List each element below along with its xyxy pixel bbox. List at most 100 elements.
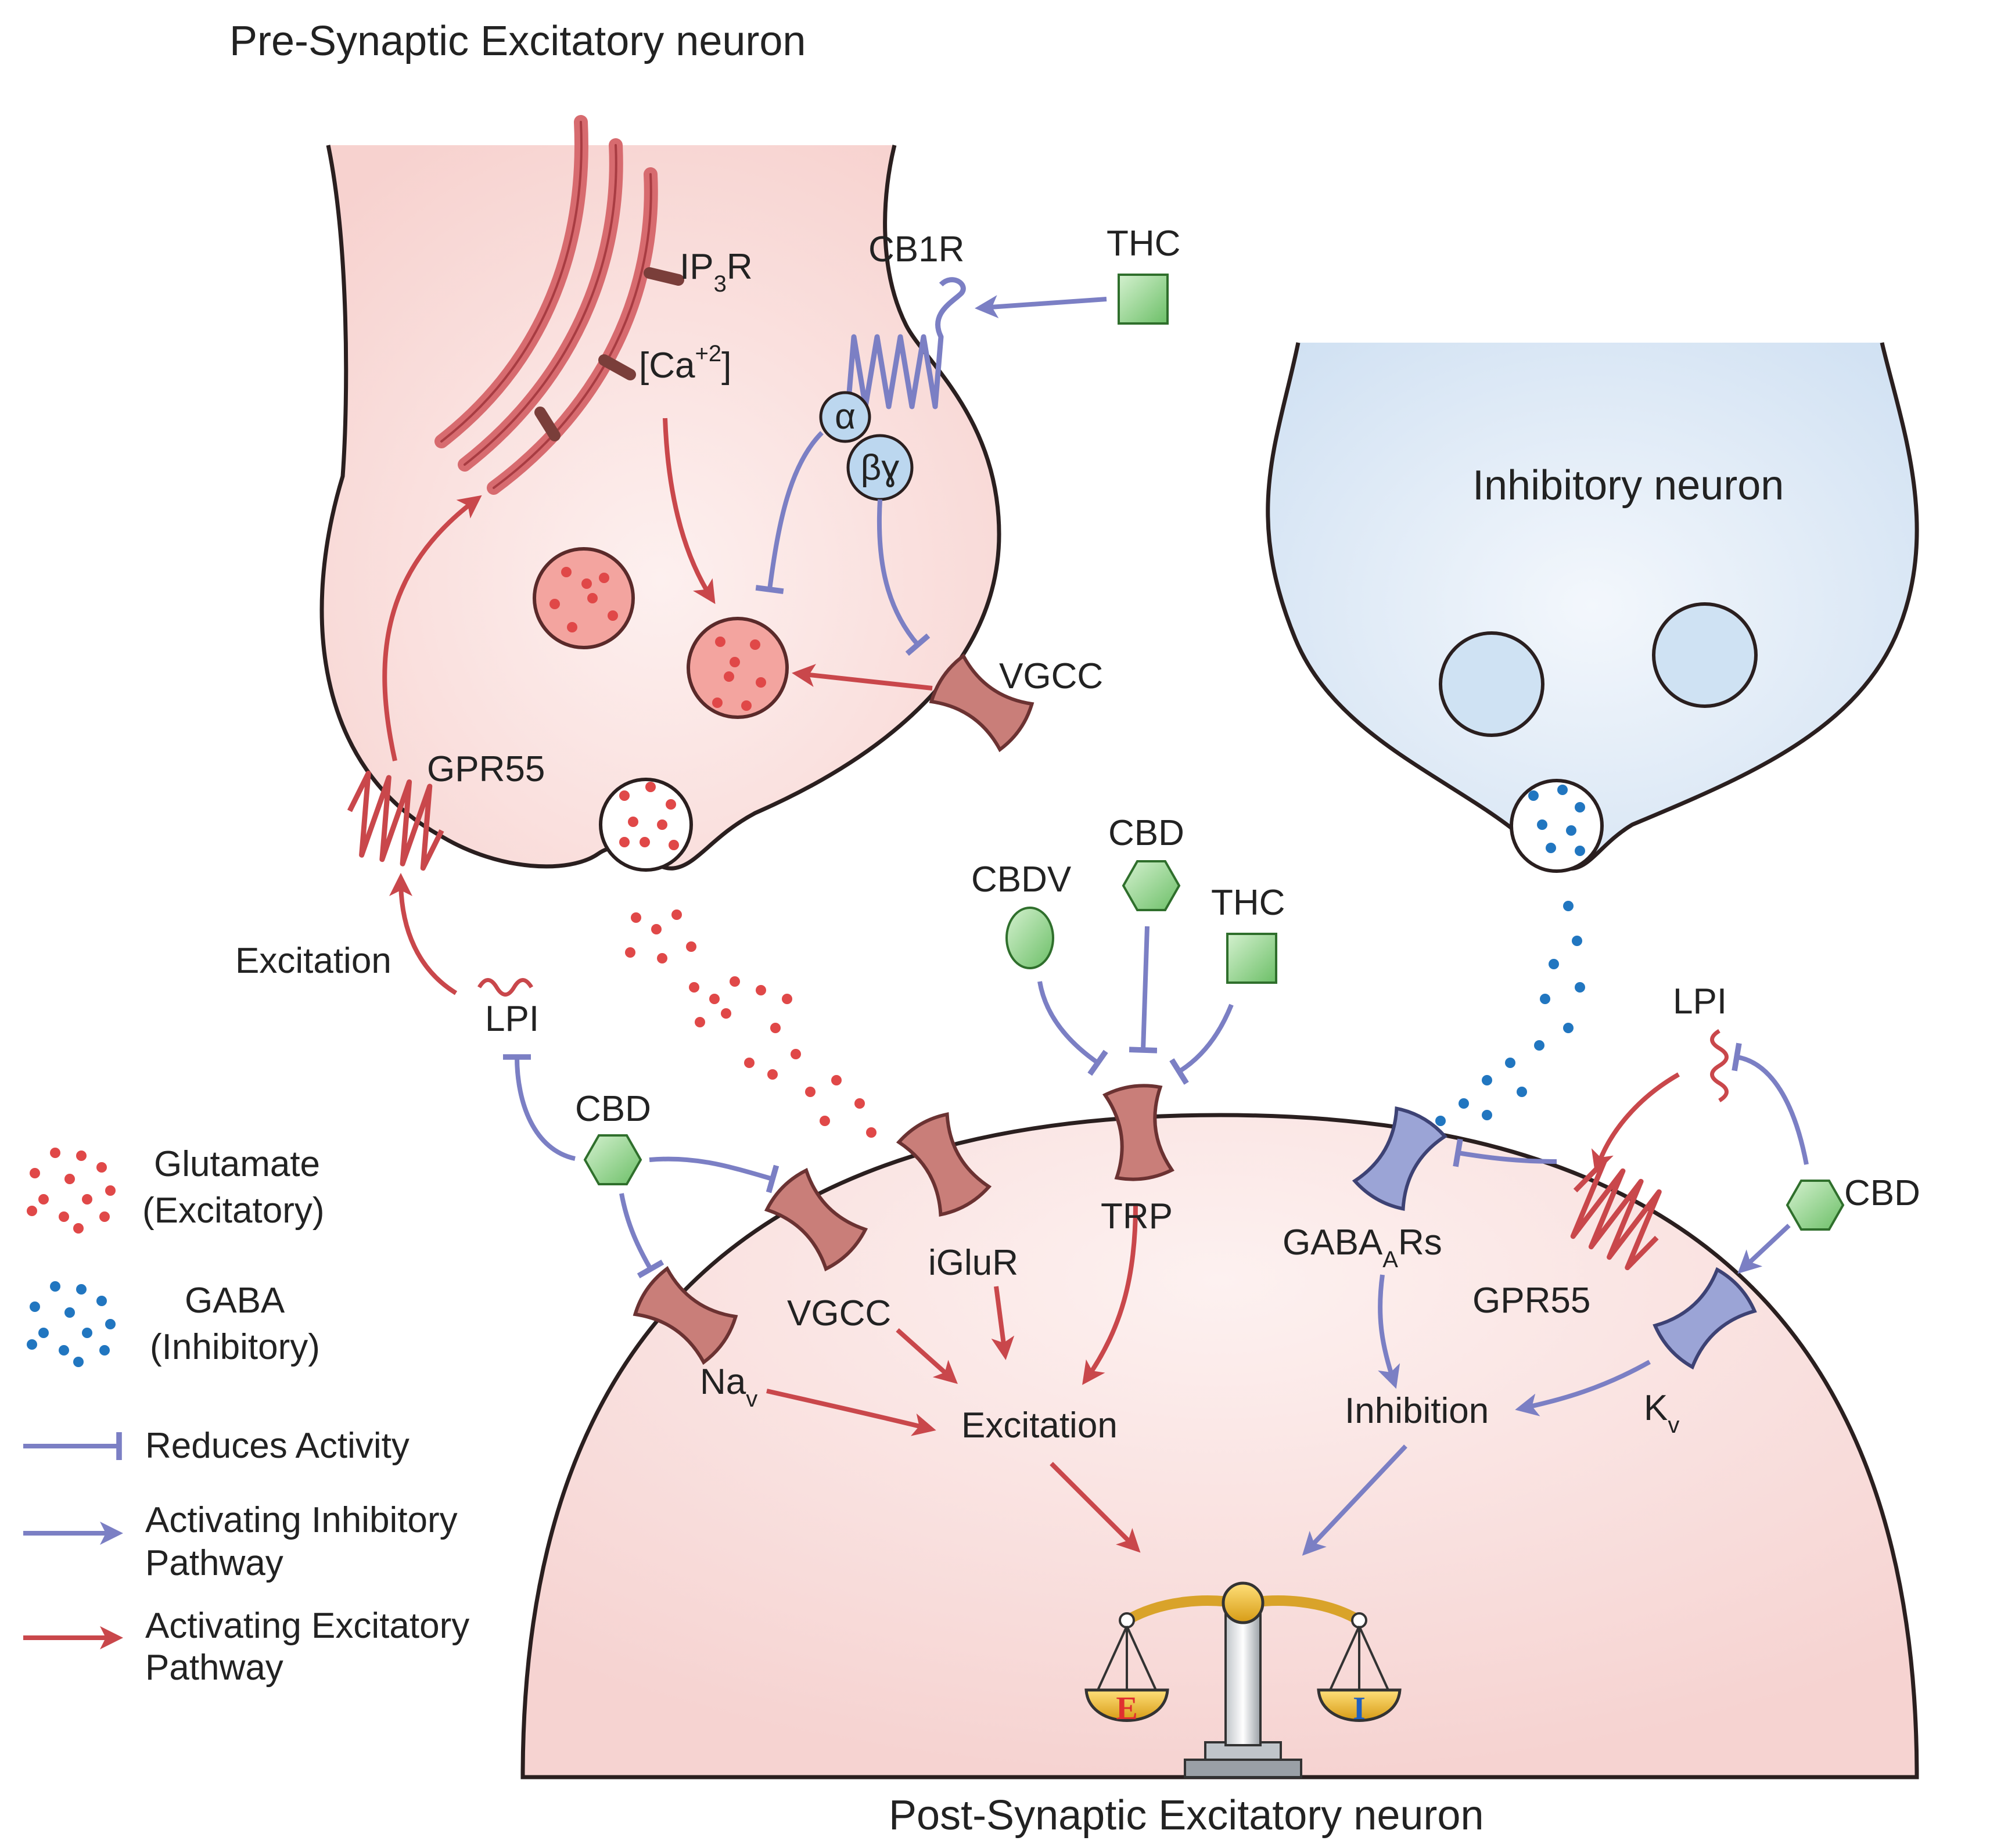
glutamate-dot — [82, 1194, 92, 1205]
legend-glutamate-type: (Excitatory) — [142, 1191, 324, 1231]
gaba-dot — [1575, 802, 1585, 812]
lpi-right-label: LPI — [1673, 981, 1727, 1022]
gaba-dot — [1482, 1075, 1492, 1085]
glutamate-dot — [730, 976, 740, 987]
pre-synaptic-title: Pre-Synaptic Excitatory neuron — [229, 18, 806, 64]
glutamate-dot — [831, 1075, 842, 1085]
glutamate-dot — [96, 1162, 107, 1173]
gaba-dot — [1549, 959, 1559, 969]
kv-label: Kv — [1644, 1388, 1679, 1438]
gaba-dot — [1540, 994, 1550, 1004]
alpha-label: α — [835, 397, 856, 437]
glutamate-dot — [671, 909, 682, 920]
glutamate-dot — [549, 599, 560, 609]
gaba-dot — [27, 1339, 37, 1350]
gaba-dot — [1575, 846, 1585, 856]
glutamate-dot — [651, 924, 662, 934]
gaba-dot — [50, 1281, 60, 1292]
gaba-dot — [1537, 819, 1547, 830]
glutamate-dot — [820, 1116, 830, 1126]
betagamma-label: βɣ — [861, 448, 900, 488]
glutamate-dot — [587, 593, 598, 603]
glutamate-dot — [805, 1087, 816, 1097]
glutamate-dot — [866, 1127, 877, 1138]
glutamate-dot — [695, 1017, 705, 1027]
cbd-left-molecule-icon — [584, 1134, 642, 1185]
cbd-mid-molecule-icon — [1122, 860, 1180, 911]
gaba-vesicle — [1439, 631, 1544, 737]
gaba-dot — [1505, 1058, 1515, 1068]
glutamate-dot — [50, 1148, 60, 1158]
cbd-left-label: CBD — [575, 1089, 651, 1129]
trp-label: TRP — [1101, 1196, 1173, 1236]
gaba-dot — [38, 1328, 49, 1338]
glutamate-dot — [686, 941, 696, 952]
glutamate-dot — [657, 819, 667, 830]
cbd-right-molecule-icon — [1786, 1180, 1844, 1231]
gaba-dot — [1528, 790, 1539, 801]
docking-vesicle-gaba — [1510, 779, 1604, 873]
legend-reduces-label: Reduces Activity — [145, 1426, 410, 1466]
glutamate-dot — [730, 657, 740, 667]
glutamate-dot — [59, 1211, 69, 1222]
docking-vesicle-glutamate — [599, 778, 693, 872]
glutamate-dot — [721, 1008, 731, 1019]
gaba-vesicle — [1652, 602, 1758, 708]
glutamate-dot — [756, 985, 766, 995]
glutamate-dot — [73, 1223, 84, 1234]
g-protein-alpha-icon: α — [819, 391, 871, 443]
vgcc-post-label: VGCC — [787, 1293, 891, 1333]
thc-molecule-icon — [1118, 274, 1169, 325]
gaba-dot — [1566, 825, 1576, 836]
gaba-dot — [82, 1328, 92, 1338]
glutamate-dot — [657, 953, 667, 963]
pre-synaptic-neuron — [319, 145, 1001, 872]
glutamate-dot — [64, 1174, 75, 1184]
glutamate-dot — [619, 790, 630, 801]
glutamate-dot — [625, 947, 635, 958]
gaba-dot — [1482, 1110, 1492, 1120]
gaba-dot — [1572, 936, 1582, 946]
nav-label: Nav — [700, 1362, 757, 1412]
glutamate-dot — [645, 782, 656, 792]
ip3r-label: IP3R — [680, 247, 753, 297]
excitation-post-label: Excitation — [961, 1405, 1118, 1446]
legend-excitatory-label-2: Pathway — [145, 1648, 283, 1688]
glutamate-dot — [599, 573, 609, 583]
endoplasmic-reticulum — [434, 115, 658, 495]
calcium-label: [Ca+2] — [639, 341, 731, 386]
glutamate-dot — [689, 982, 699, 993]
glutamate-dot — [724, 671, 734, 682]
legend-inhibitory-label-1: Activating Inhibitory — [145, 1500, 458, 1540]
gaba-dot — [1557, 785, 1568, 795]
glutamate-dot — [750, 639, 760, 650]
gaba-dot — [30, 1301, 40, 1312]
thc-top-label: THC — [1107, 224, 1180, 264]
glutamate-dot — [669, 840, 679, 850]
legend-excitatory-label-1: Activating Excitatory — [145, 1606, 469, 1646]
gaba-dot — [76, 1284, 87, 1295]
gaba-dot — [99, 1345, 110, 1356]
glutamate-dot — [709, 994, 720, 1004]
glutamate-dot — [567, 622, 577, 632]
glutamate-dot — [631, 912, 641, 923]
gpr55-pre-label: GPR55 — [427, 749, 545, 789]
gaba-dot — [1575, 982, 1585, 993]
legend: Glutamate (Excitatory) GABA (Inhibitory)… — [23, 1144, 469, 1688]
glutamate-dot — [715, 637, 725, 647]
glutamate-dot — [30, 1168, 40, 1178]
pre-arrows — [382, 295, 1107, 1161]
gaba-dot — [64, 1307, 75, 1318]
glutamate-dot — [561, 567, 572, 577]
cb1r-receptor-icon — [845, 277, 966, 409]
gaba-dot — [1546, 843, 1556, 853]
gaba-dot — [1563, 901, 1574, 911]
gabaa-label: GABAARs — [1283, 1223, 1442, 1272]
post-arrows — [619, 926, 1809, 1556]
legend-gaba-icon — [27, 1281, 116, 1367]
g-protein-betagamma-icon: βɣ — [846, 434, 914, 501]
gaba-dot — [1534, 1040, 1544, 1051]
cbdv-molecule-icon — [1005, 907, 1054, 969]
post-synaptic-neuron — [520, 1113, 1919, 1779]
cb1r-label: CB1R — [868, 229, 964, 269]
